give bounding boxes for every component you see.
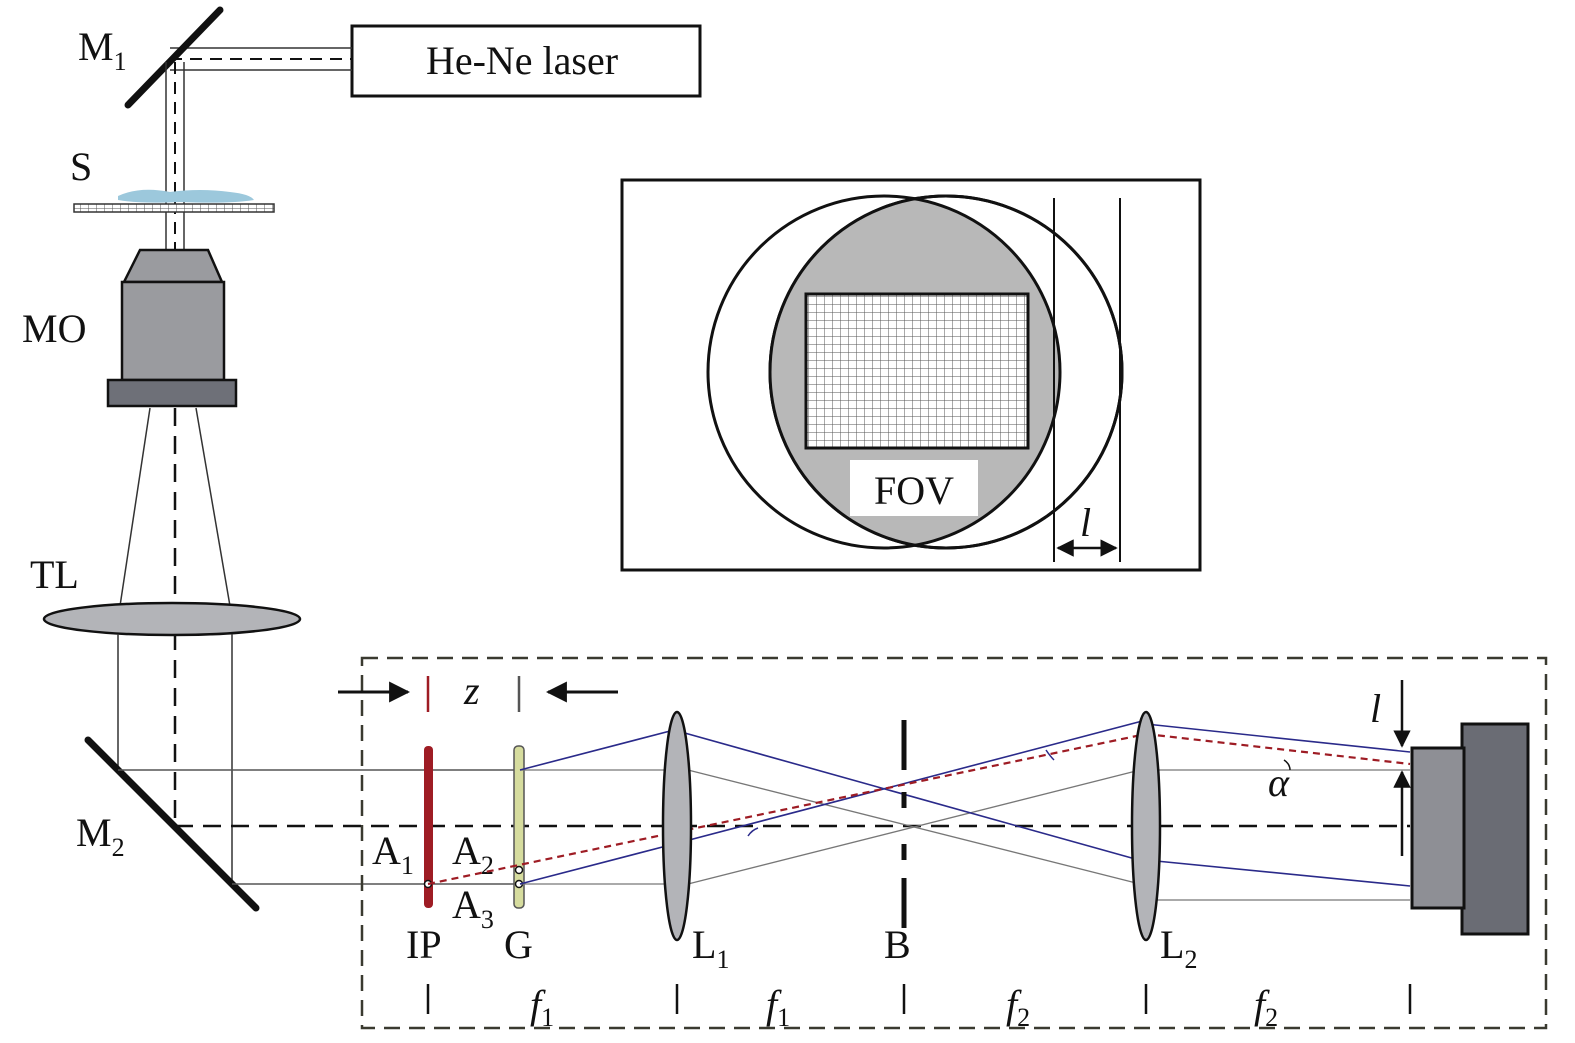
label-alpha: α [1268,760,1290,805]
label-f1-a: f1 [530,982,554,1032]
lens-l1 [661,710,693,942]
label-a2: A2 [452,828,494,880]
angle-arc-b [1045,749,1055,761]
label-f1-b: f1 [766,982,790,1032]
label-b: B [884,922,911,967]
fov-sensor-grid [804,292,1030,450]
label-tl: TL [30,552,79,597]
label-f2-a: f2 [1006,982,1030,1032]
fov-inset: FOV l [620,178,1202,572]
fov-label: FOV [874,468,954,513]
label-s: S [70,144,92,189]
label-m2: M2 [76,810,125,862]
fov-circle-left [706,194,1062,550]
label-ip: IP [406,922,442,967]
fov-l-label: l [1080,500,1091,545]
label-a1: A1 [372,828,414,880]
label-mo: MO [22,306,86,351]
laser-label: He-Ne laser [426,38,618,83]
mirror-m1 [124,6,224,109]
laser-beam-horizontal [170,47,352,71]
label-l2: L2 [1160,922,1197,974]
label-z: z [463,668,480,713]
tube-lens [42,601,302,637]
laser-box [350,24,702,98]
label-a3: A3 [452,882,494,934]
image-plane-ip [424,746,433,908]
label-f2-b: f2 [1254,982,1278,1032]
mirror-m2 [84,736,260,912]
label-g: G [504,922,533,967]
angle-arc-l1 [747,827,759,837]
laser-beam-vertical [165,62,185,250]
angle-arc-alpha [1283,759,1291,771]
camera [1410,722,1530,936]
label-l-shift: l [1370,686,1381,731]
label-m1: M1 [78,24,127,76]
rays-4f [427,719,1411,901]
module-dashed-box [360,656,1548,1030]
beam-tube-lens-to-m2 [117,634,233,884]
point-a2 [514,865,524,875]
microscope-objective [106,248,238,408]
focal-ticks [426,984,1412,1014]
label-l1: L1 [692,922,729,974]
sample-specimen [118,189,254,203]
sample-slide [73,203,275,213]
beam-m2-to-grating [118,769,520,885]
lens-l2 [1130,710,1162,942]
